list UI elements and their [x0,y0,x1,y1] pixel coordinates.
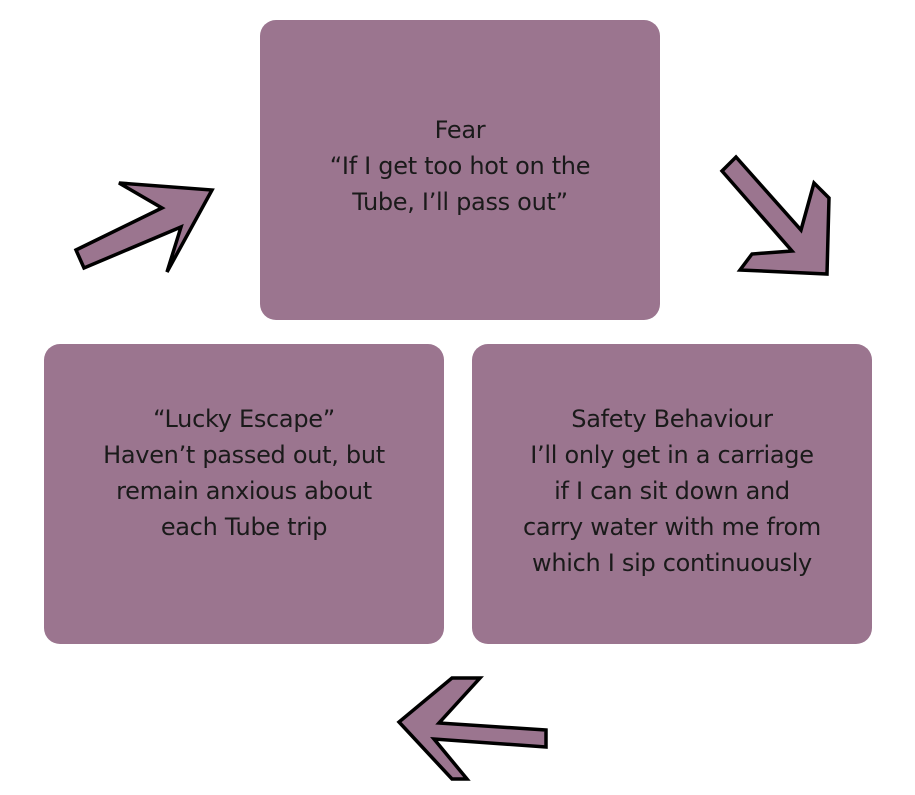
lucky-escape-line: each Tube trip [160,513,328,541]
lucky-escape-line: remain anxious about [116,477,372,505]
safety-behaviour-text: Safety Behaviour I’ll only get in a carr… [523,401,821,581]
safety-behaviour-line: which I sip continuously [532,549,812,577]
safety-behaviour-box: Safety Behaviour I’ll only get in a carr… [472,344,872,644]
fear-line: “If I get too hot on the [329,152,591,180]
fear-box: Fear “If I get too hot on the Tube, I’ll… [260,20,660,320]
fear-text: Fear “If I get too hot on the Tube, I’ll… [329,112,591,220]
arrow-up-right-icon [73,181,215,273]
safety-behaviour-line: I’ll only get in a carriage [530,441,814,469]
safety-behaviour-line: carry water with me from [522,513,822,541]
arrow-down-right-icon [719,154,831,276]
safety-behaviour-title: Safety Behaviour [571,405,773,433]
safety-behaviour-line: if I can sit down and [554,477,790,505]
lucky-escape-box: “Lucky Escape” Haven’t passed out, but r… [44,344,444,644]
fear-line: Tube, I’ll pass out” [352,188,568,216]
arrow-left-icon [396,676,548,781]
lucky-escape-text: “Lucky Escape” Haven’t passed out, but r… [103,401,385,545]
lucky-escape-title: “Lucky Escape” [153,405,335,433]
lucky-escape-line: Haven’t passed out, but [103,441,385,469]
fear-title: Fear [434,116,486,144]
